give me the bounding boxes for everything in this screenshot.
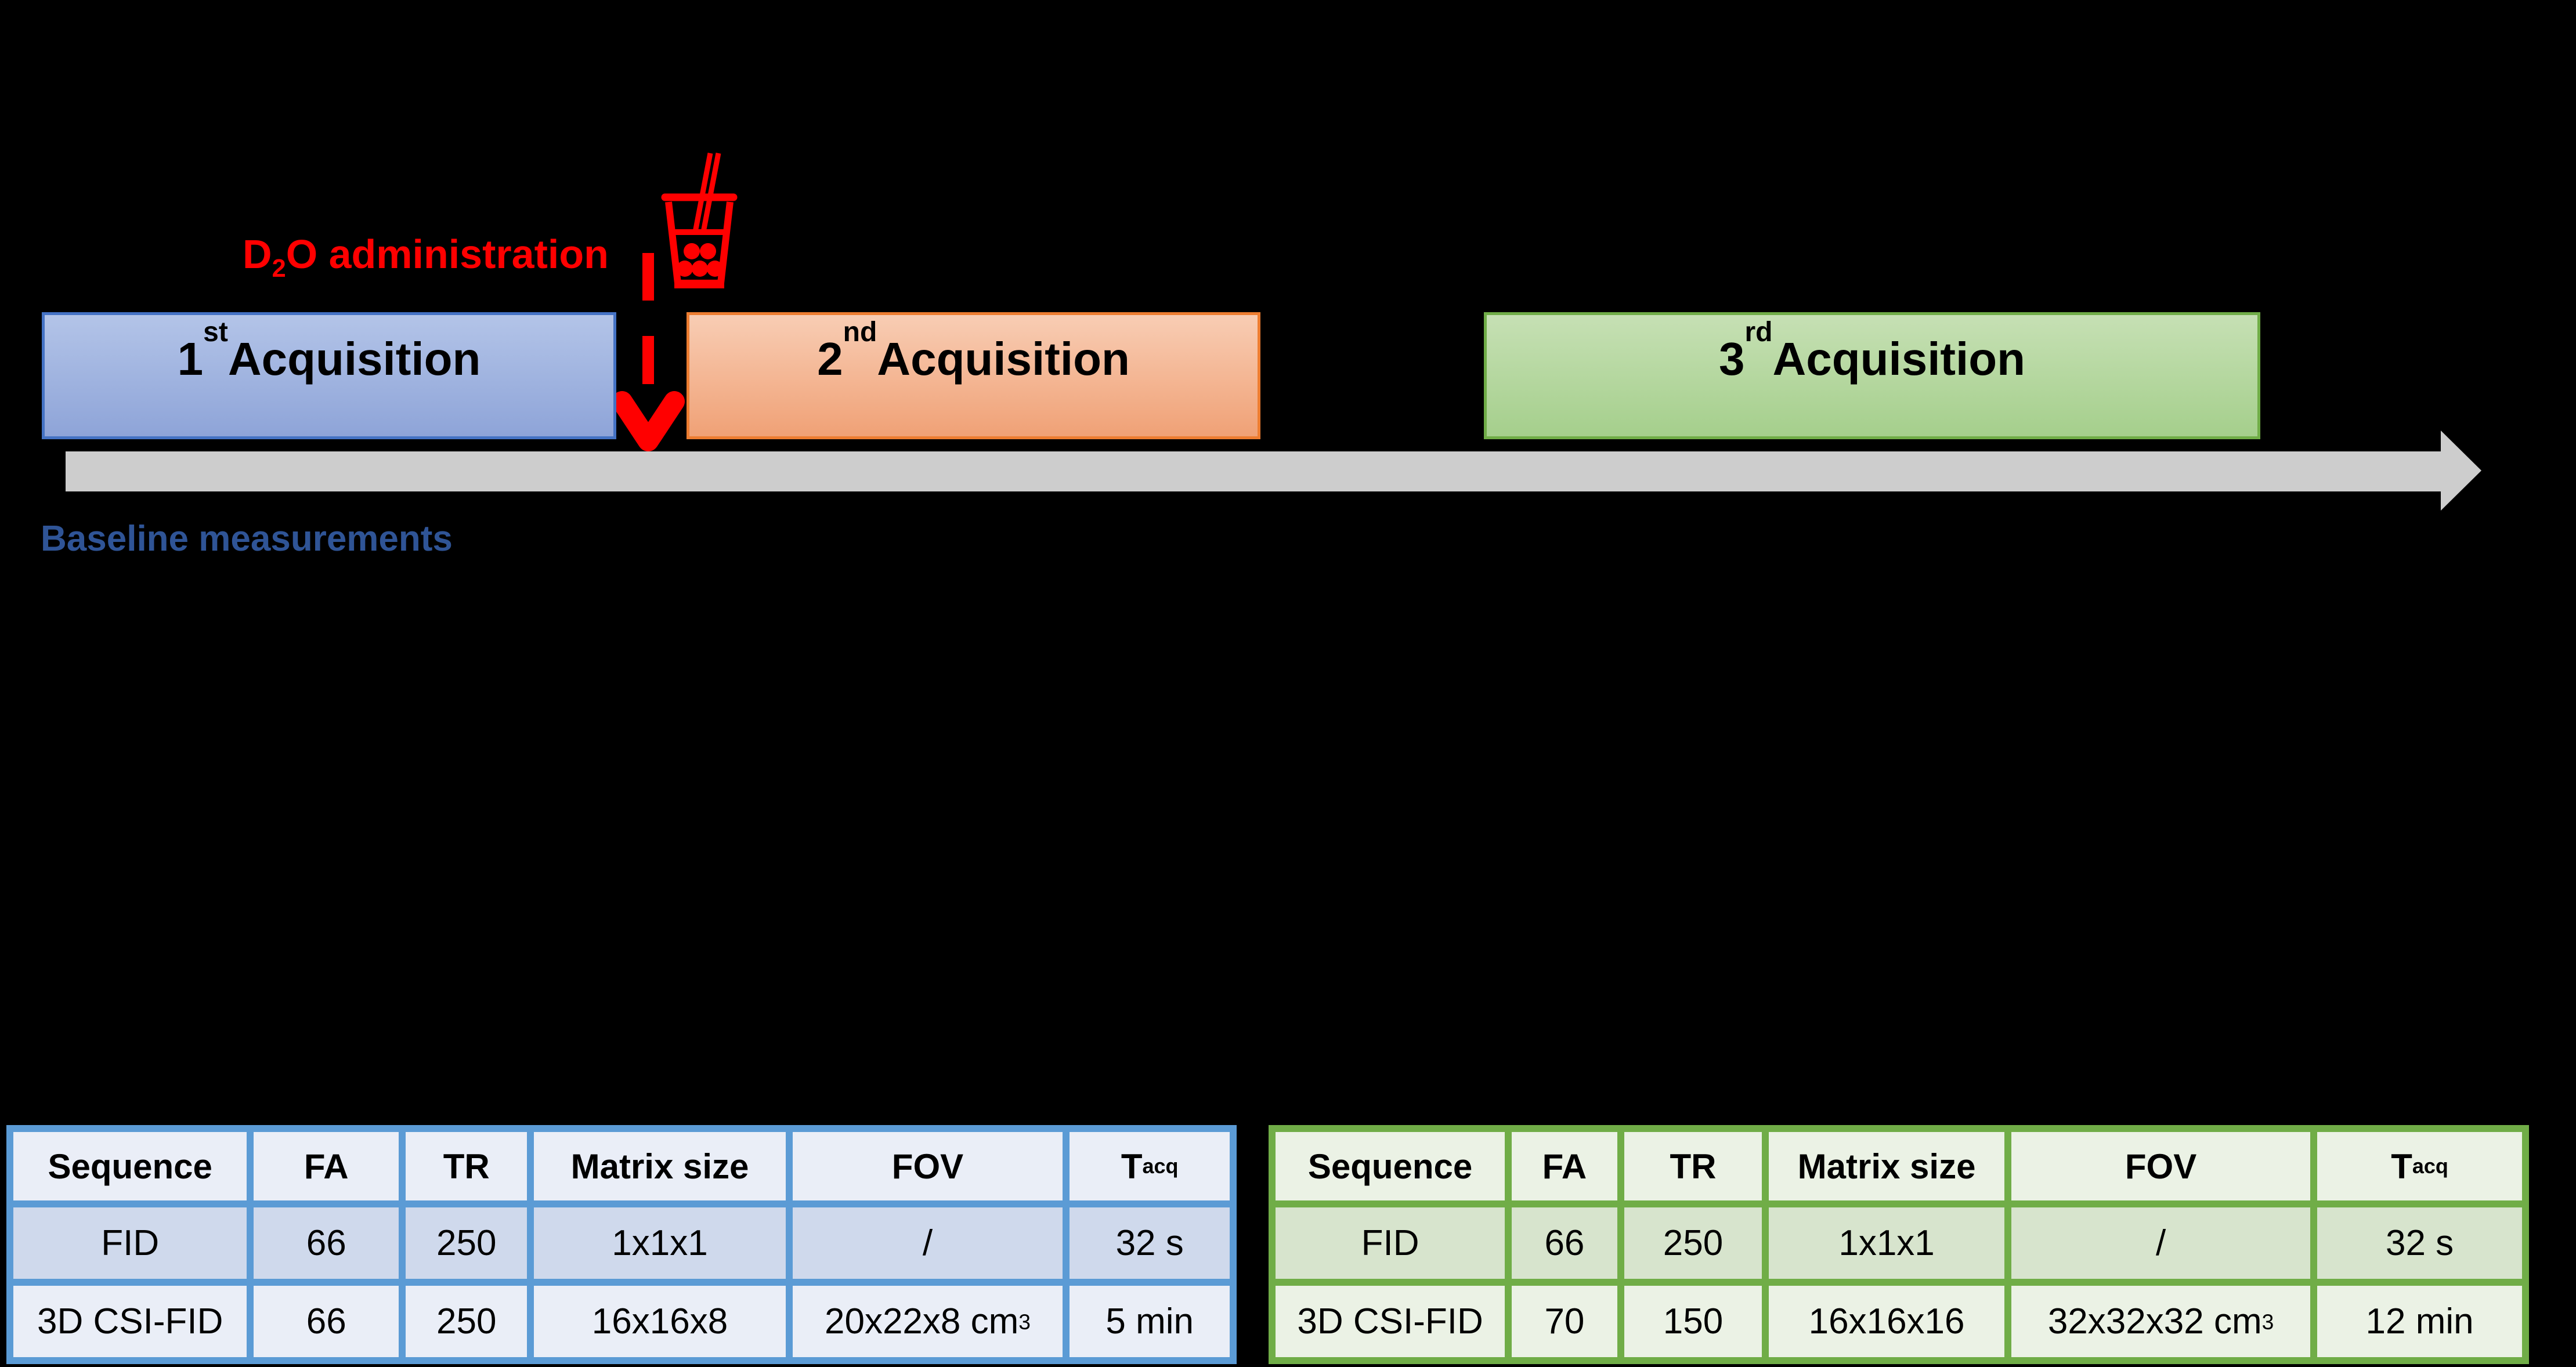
- d2o-rest-text: O administration: [286, 232, 609, 277]
- column-header-tr: TR: [1624, 1132, 1762, 1200]
- fov-value: 32x32x32 cm: [2047, 1301, 2262, 1341]
- acquisition-number: 3: [1718, 333, 1745, 385]
- fov-value: 20x22x8 cm: [824, 1301, 1019, 1341]
- column-header-fa: FA: [1512, 1132, 1617, 1200]
- table-cell-fa: 66: [1512, 1207, 1617, 1279]
- table-cell-fov: /: [792, 1207, 1063, 1279]
- acquisition-number: 1: [177, 333, 204, 385]
- tacq-base: T: [2391, 1147, 2412, 1186]
- fov-value: /: [922, 1223, 933, 1263]
- table-cell-sequence: 3D CSI-FID: [13, 1286, 247, 1357]
- table-cell-tr: 250: [1624, 1207, 1762, 1279]
- column-header-tr: TR: [406, 1132, 528, 1200]
- acquisition-word: Acquisition: [877, 333, 1130, 385]
- table-cell-fov: /: [2011, 1207, 2311, 1279]
- table-cell-fa: 66: [254, 1207, 399, 1279]
- acquisition-word: Acquisition: [1772, 333, 2026, 385]
- column-header-matrix-size: Matrix size: [534, 1132, 786, 1200]
- table-cell-tacq: 12 min: [2317, 1286, 2522, 1357]
- table-cell-tacq: 5 min: [1070, 1286, 1230, 1357]
- d2o-administration-label: D2O administration: [243, 231, 609, 284]
- table-cell-sequence: FID: [13, 1207, 247, 1279]
- column-header-sequence: Sequence: [1276, 1132, 1505, 1200]
- table-cell-tr: 250: [406, 1286, 528, 1357]
- table-cell-matrix: 1x1x1: [1769, 1207, 2004, 1279]
- table-cell-tr: 150: [1624, 1286, 1762, 1357]
- table-cell-tr: 250: [406, 1207, 528, 1279]
- table-cell-sequence: FID: [1276, 1207, 1505, 1279]
- table-cell-tacq: 32 s: [1070, 1207, 1230, 1279]
- fov-value: /: [2155, 1223, 2166, 1263]
- d2o-subscript: 2: [272, 255, 286, 283]
- table-cell-matrix: 1x1x1: [534, 1207, 786, 1279]
- column-header-fa: FA: [254, 1132, 399, 1200]
- column-header-matrix-size: Matrix size: [1769, 1132, 2004, 1200]
- column-header-sequence: Sequence: [13, 1132, 247, 1200]
- table-cell-fa: 66: [254, 1286, 399, 1357]
- table-cell-matrix: 16x16x16: [1769, 1286, 2004, 1357]
- table-cell-matrix: 16x16x8: [534, 1286, 786, 1357]
- acquisition-number: 2: [817, 333, 843, 385]
- tacq-base: T: [1121, 1147, 1143, 1186]
- column-header-fov: FOV: [2011, 1132, 2311, 1200]
- table-cell-tacq: 32 s: [2317, 1207, 2522, 1279]
- d2o-base-text: D: [243, 232, 272, 277]
- bubble-tea-cup-icon: [661, 153, 738, 288]
- acquisition-word: Acquisition: [227, 333, 481, 385]
- table-cell-fa: 70: [1512, 1286, 1617, 1357]
- baseline-measurements-label: Baseline measurements: [41, 519, 453, 559]
- arrow-down-icon: [612, 391, 685, 451]
- timeline-arrow: [66, 451, 2441, 491]
- table-cell-sequence: 3D CSI-FID: [1276, 1286, 1505, 1357]
- d2o-dashed-arrow: [642, 336, 654, 384]
- d2o-dashed-arrow: [642, 253, 654, 301]
- timeline-arrowhead-icon: [2441, 431, 2481, 511]
- column-header-fov: FOV: [792, 1132, 1063, 1200]
